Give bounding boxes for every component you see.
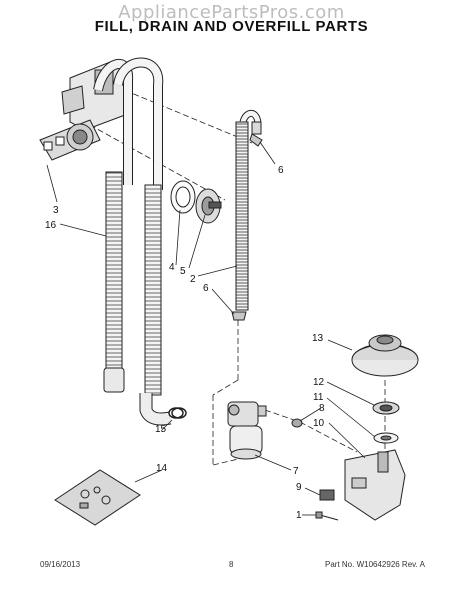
float-nut bbox=[372, 401, 400, 415]
float-switch bbox=[319, 489, 335, 501]
callout-16: 16 bbox=[45, 220, 57, 231]
leader-lines bbox=[46, 141, 376, 516]
callout-labels: 3 16 4 5 2 6 6 13 12 8 11 10 15 14 7 9 1 bbox=[45, 165, 325, 521]
callout-5: 5 bbox=[180, 266, 186, 277]
callout-7: 7 bbox=[293, 466, 299, 477]
footer-date: 09/16/2013 bbox=[40, 560, 81, 569]
watermark: AppliancePartsPros.com bbox=[118, 2, 345, 23]
page-title: FILL, DRAIN AND OVERFILL PARTS bbox=[94, 18, 369, 35]
valve-fitting bbox=[291, 418, 303, 428]
callout-10: 10 bbox=[313, 418, 325, 429]
callout-9: 9 bbox=[296, 482, 302, 493]
fill-hose bbox=[113, 57, 187, 426]
callout-12: 12 bbox=[313, 377, 325, 388]
water-valve bbox=[227, 401, 267, 460]
float-cap bbox=[351, 334, 419, 377]
callout-3: 3 bbox=[53, 205, 59, 216]
parts-bag bbox=[54, 469, 141, 526]
float-seal bbox=[373, 432, 399, 444]
gasket-ring bbox=[170, 180, 196, 214]
drain-hose bbox=[93, 59, 134, 393]
callout-4: 4 bbox=[169, 262, 175, 273]
callout-6-upper: 6 bbox=[278, 165, 284, 176]
callout-8: 8 bbox=[319, 403, 325, 414]
callout-15: 15 bbox=[155, 424, 167, 435]
footer-page-number: 8 bbox=[229, 560, 234, 569]
callout-6-lower: 6 bbox=[203, 283, 209, 294]
check-valve bbox=[195, 188, 222, 224]
callout-1: 1 bbox=[296, 510, 302, 521]
switch-wire bbox=[315, 511, 339, 521]
callout-2: 2 bbox=[190, 274, 196, 285]
sump-bracket bbox=[39, 61, 126, 161]
footer-part-number: Part No. W10642926 Rev. A bbox=[325, 560, 425, 569]
float-switch-housing bbox=[344, 449, 406, 521]
callout-14: 14 bbox=[156, 463, 168, 474]
overfill-hose bbox=[231, 109, 263, 321]
callout-11: 11 bbox=[313, 392, 324, 403]
callout-13: 13 bbox=[312, 333, 324, 344]
